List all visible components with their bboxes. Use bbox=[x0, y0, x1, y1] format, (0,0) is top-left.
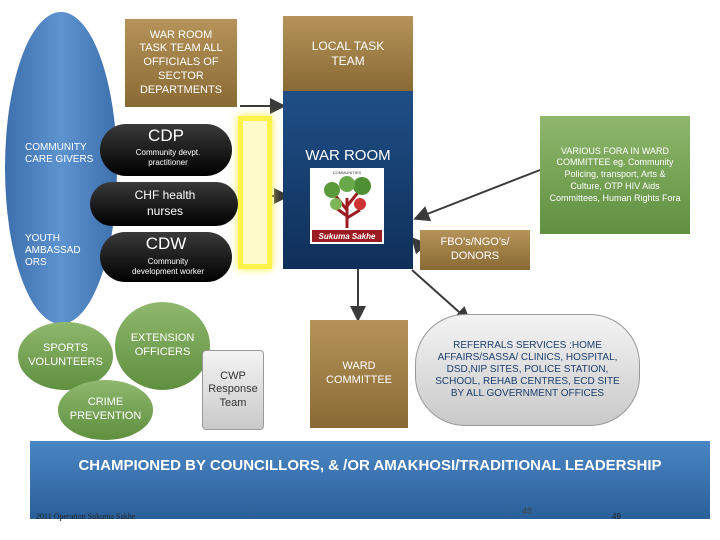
crime-prevention-label: CRIME PREVENTION bbox=[69, 396, 142, 422]
war-room-task-team-label: WAR ROOM TASK TEAM ALL OFFICIALS OF SECT… bbox=[139, 28, 223, 96]
war-room-label: WAR ROOM bbox=[305, 147, 391, 164]
cdp-title: CDP bbox=[148, 126, 184, 145]
cdp-subtitle: Community devpt. practitioner bbox=[135, 148, 201, 167]
sports-volunteers-label: SPORTS VOLUNTEERS bbox=[28, 342, 103, 368]
extension-officers-label: EXTENSION OFFICERS bbox=[130, 332, 195, 358]
community-oval bbox=[5, 12, 117, 324]
leadership-banner bbox=[30, 441, 710, 519]
cwp-response-team-box: CWP Response Team bbox=[202, 350, 264, 430]
local-task-team-box: LOCAL TASK TEAM bbox=[283, 16, 413, 91]
various-fora-box: VARIOUS FORA IN WARD COMMITTEE eg. Commu… bbox=[540, 116, 690, 234]
logo-top-text: COMMUNITIES bbox=[332, 170, 362, 175]
cwp-label: CWP Response Team bbox=[208, 370, 258, 409]
footer-right: 49 bbox=[612, 512, 621, 521]
logo-caption: Sukuma Sakhe bbox=[318, 232, 376, 241]
ward-committee-box: WARD COMMITTEE bbox=[310, 320, 408, 428]
chf-label: CHF health nurses bbox=[134, 188, 196, 219]
fbo-box: FBO's/NGO's/ DONORS bbox=[420, 230, 530, 270]
tree-icon bbox=[312, 176, 382, 242]
youth-ambassadors-label: YOUTH AMBASSAD ORS bbox=[25, 233, 81, 268]
local-task-team-label: LOCAL TASK TEAM bbox=[311, 38, 385, 68]
referrals-label: REFERRALS SERVICES :HOME AFFAIRS/SASSA/ … bbox=[435, 340, 620, 399]
arrow-war-room-to-referrals bbox=[411, 269, 471, 323]
various-fora-label: VARIOUS FORA IN WARD COMMITTEE eg. Commu… bbox=[549, 145, 681, 203]
cdw-title: CDW bbox=[145, 234, 187, 253]
referrals-box: REFERRALS SERVICES :HOME AFFAIRS/SASSA/ … bbox=[415, 314, 640, 426]
cdw-pill bbox=[100, 232, 232, 282]
ward-committee-label: WARD COMMITTEE bbox=[326, 360, 393, 386]
fbo-label: FBO's/NGO's/ DONORS bbox=[440, 236, 510, 262]
sukuma-sakhe-logo bbox=[310, 168, 384, 244]
cdp-pill bbox=[100, 124, 232, 176]
footer-mid: 48 bbox=[522, 506, 533, 516]
yellow-highlight-bar bbox=[238, 116, 272, 269]
chf-pill bbox=[90, 182, 238, 226]
crime-prevention-oval: CRIME PREVENTION bbox=[58, 380, 153, 440]
footer-left: 2011 Operation Sukuma Sakhe bbox=[36, 512, 136, 521]
cdw-subtitle: Community development worker bbox=[131, 257, 205, 276]
banner-text: CHAMPIONED BY COUNCILLORS, & /OR AMAKHOS… bbox=[78, 457, 662, 474]
extension-officers-oval: EXTENSION OFFICERS bbox=[115, 302, 210, 390]
arrow-war-room-to-fora bbox=[413, 169, 541, 222]
war-room-task-team-box: WAR ROOM TASK TEAM ALL OFFICIALS OF SECT… bbox=[125, 19, 237, 107]
community-care-givers-label: COMMUNITY CARE GIVERS bbox=[25, 142, 94, 165]
sports-volunteers-oval: SPORTS VOLUNTEERS bbox=[18, 322, 113, 390]
